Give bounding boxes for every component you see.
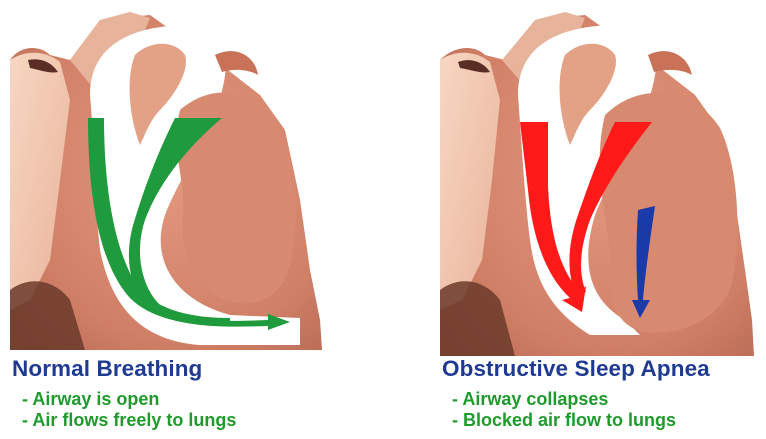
apnea-airway-illustration [440, 0, 760, 356]
normal-breathing-panel: Normal Breathing - Airway is open - Air … [0, 0, 380, 439]
bullet-blocked-air-flow: - Blocked air flow to lungs [452, 411, 710, 429]
sleep-apnea-caption: Obstructive Sleep Apnea - Airway collaps… [442, 358, 710, 432]
lip-shape [648, 51, 692, 75]
bullet-airway-open: - Airway is open [22, 390, 236, 408]
normal-breathing-caption: Normal Breathing - Airway is open - Air … [12, 358, 236, 432]
sleep-apnea-title: Obstructive Sleep Apnea [442, 358, 710, 381]
normal-breathing-bullets: - Airway is open - Air flows freely to l… [12, 390, 236, 429]
bullet-airway-collapses: - Airway collapses [452, 390, 710, 408]
normal-airway-illustration [0, 0, 330, 350]
sleep-apnea-bullets: - Airway collapses - Blocked air flow to… [442, 390, 710, 429]
bullet-air-flows-freely: - Air flows freely to lungs [22, 411, 236, 429]
normal-breathing-title: Normal Breathing [12, 358, 236, 381]
sleep-apnea-panel: Obstructive Sleep Apnea - Airway collaps… [380, 0, 766, 439]
